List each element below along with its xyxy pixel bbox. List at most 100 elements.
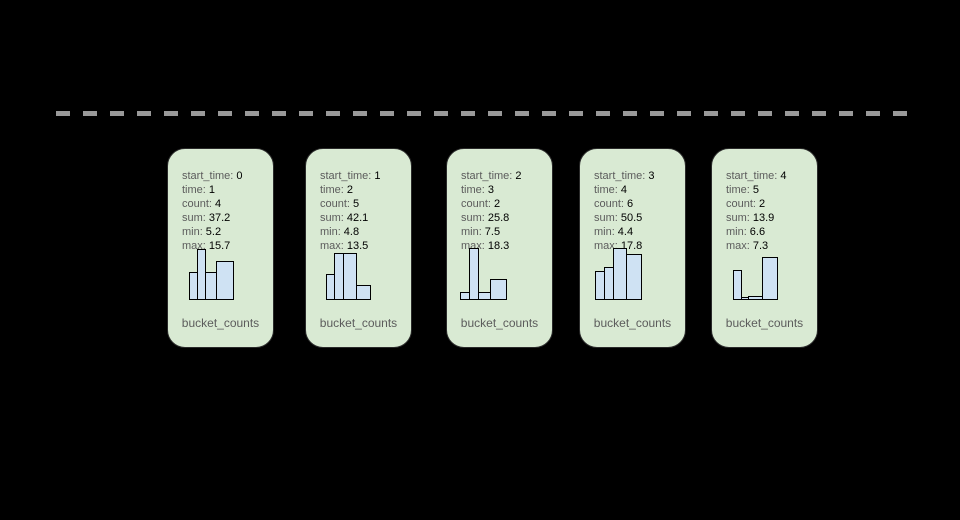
bucket-bar bbox=[733, 270, 742, 300]
bucket-counts-label: bucket_counts bbox=[725, 316, 804, 330]
bucket-bar bbox=[216, 261, 234, 300]
bucket-counts-label: bucket_counts bbox=[460, 316, 539, 330]
field-label: max: bbox=[726, 240, 750, 252]
bucket-histogram bbox=[733, 257, 778, 300]
metric-field-row: sum:25.8 bbox=[461, 211, 546, 225]
field-label: count: bbox=[320, 198, 350, 210]
bucket-bar bbox=[490, 279, 507, 300]
bucket-bar bbox=[613, 248, 627, 300]
field-value: 5 bbox=[752, 184, 759, 196]
bucket-counts-label: bucket_counts bbox=[319, 316, 398, 330]
metric-field-row: time:5 bbox=[726, 183, 811, 197]
field-value: 2 bbox=[493, 198, 501, 210]
bucket-histogram bbox=[460, 248, 507, 300]
field-value: 1 bbox=[208, 184, 215, 196]
field-label: sum: bbox=[182, 212, 206, 224]
field-value: 1 bbox=[374, 170, 381, 182]
metric-field-row: start_time:1 bbox=[320, 169, 405, 183]
bucket-bar bbox=[748, 296, 763, 300]
field-label: count: bbox=[461, 198, 491, 210]
metric-field-row: start_time:0 bbox=[182, 169, 267, 183]
field-value: 4 bbox=[620, 184, 627, 196]
field-value: 4.4 bbox=[617, 226, 634, 238]
field-value: 2 bbox=[758, 198, 766, 210]
timeline-dashed-line bbox=[56, 111, 911, 116]
field-label: start_time: bbox=[726, 170, 778, 182]
field-value: 37.2 bbox=[208, 212, 231, 224]
field-value: 6.6 bbox=[749, 226, 766, 238]
field-value: 25.8 bbox=[487, 212, 510, 224]
field-label: min: bbox=[726, 226, 747, 238]
field-label: time: bbox=[461, 184, 485, 196]
metric-field-row: time:1 bbox=[182, 183, 267, 197]
field-value: 7.5 bbox=[484, 226, 501, 238]
field-value: 3 bbox=[487, 184, 494, 196]
field-label: time: bbox=[594, 184, 618, 196]
field-label: min: bbox=[594, 226, 615, 238]
field-value: 6 bbox=[626, 198, 634, 210]
metric-field-row: count:2 bbox=[461, 197, 546, 211]
bucket-bar bbox=[356, 285, 371, 300]
field-value: 4.8 bbox=[343, 226, 360, 238]
field-value: 15.7 bbox=[208, 240, 231, 252]
field-label: sum: bbox=[461, 212, 485, 224]
field-value: 4 bbox=[214, 198, 222, 210]
field-value: 50.5 bbox=[620, 212, 643, 224]
bucket-histogram bbox=[595, 248, 642, 300]
field-label: count: bbox=[182, 198, 212, 210]
field-value: 13.9 bbox=[752, 212, 775, 224]
metric-field-row: start_time:3 bbox=[594, 169, 679, 183]
metric-field-row: min:4.4 bbox=[594, 225, 679, 239]
field-value: 2 bbox=[515, 170, 522, 182]
field-label: min: bbox=[182, 226, 203, 238]
field-value: 13.5 bbox=[346, 240, 369, 252]
field-value: 42.1 bbox=[346, 212, 369, 224]
field-label: start_time: bbox=[594, 170, 646, 182]
field-value: 5 bbox=[352, 198, 360, 210]
field-value: 5.2 bbox=[205, 226, 222, 238]
field-label: sum: bbox=[726, 212, 750, 224]
metric-field-row: start_time:4 bbox=[726, 169, 811, 183]
bucket-bar bbox=[343, 253, 357, 300]
metric-field-row: sum:13.9 bbox=[726, 211, 811, 225]
field-label: sum: bbox=[320, 212, 344, 224]
bucket-bar bbox=[626, 254, 642, 300]
metric-field-row: min:4.8 bbox=[320, 225, 405, 239]
field-label: start_time: bbox=[182, 170, 234, 182]
field-label: time: bbox=[320, 184, 344, 196]
field-value: 18.3 bbox=[487, 240, 510, 252]
metric-field-row: count:4 bbox=[182, 197, 267, 211]
field-label: time: bbox=[182, 184, 206, 196]
bucket-bar bbox=[762, 257, 778, 300]
metric-field-row: max:13.5 bbox=[320, 239, 405, 253]
field-label: count: bbox=[594, 198, 624, 210]
metric-field-row: min:7.5 bbox=[461, 225, 546, 239]
field-label: max: bbox=[320, 240, 344, 252]
metric-field-row: sum:37.2 bbox=[182, 211, 267, 225]
metric-field-row: sum:50.5 bbox=[594, 211, 679, 225]
field-label: min: bbox=[461, 226, 482, 238]
metric-field-row: count:6 bbox=[594, 197, 679, 211]
metric-field-row: time:3 bbox=[461, 183, 546, 197]
metric-field-row: sum:42.1 bbox=[320, 211, 405, 225]
bucket-histogram bbox=[189, 249, 234, 300]
field-label: max: bbox=[594, 240, 618, 252]
bucket-histogram bbox=[326, 253, 371, 300]
field-value: 3 bbox=[648, 170, 655, 182]
bucket-counts-label: bucket_counts bbox=[181, 316, 260, 330]
metric-field-row: start_time:2 bbox=[461, 169, 546, 183]
metric-field-row: min:6.6 bbox=[726, 225, 811, 239]
field-value: 7.3 bbox=[752, 240, 769, 252]
field-label: start_time: bbox=[461, 170, 513, 182]
metric-field-row: time:4 bbox=[594, 183, 679, 197]
metric-field-row: count:5 bbox=[320, 197, 405, 211]
bucket-counts-label: bucket_counts bbox=[593, 316, 672, 330]
